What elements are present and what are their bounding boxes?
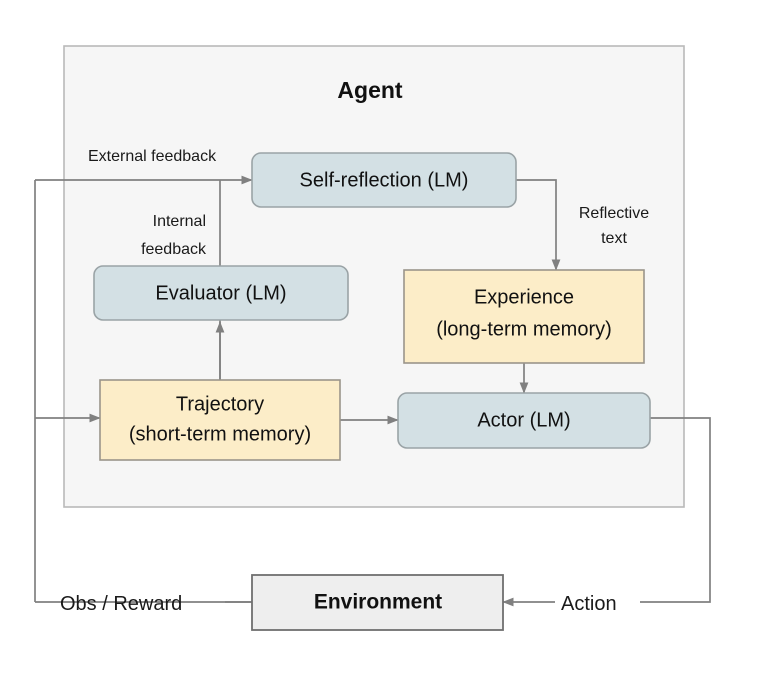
label-external-feedback: External feedback: [88, 148, 217, 165]
node-self-reflection-shape: [251, 152, 517, 208]
node-actor-label: Actor (LM): [477, 409, 570, 431]
agent-title: Agent: [337, 77, 403, 103]
label-reflective-text-line1: Reflective: [579, 205, 649, 222]
node-trajectory-label-line2: (short-term memory): [129, 423, 311, 445]
node-experience[interactable]: Experience (long-term memory): [403, 269, 645, 364]
node-evaluator[interactable]: Evaluator (LM): [93, 265, 349, 321]
node-trajectory[interactable]: Trajectory (short-term memory): [99, 379, 341, 461]
node-trajectory-label-line1: Trajectory: [176, 393, 264, 415]
node-self-reflection[interactable]: Self-reflection (LM): [251, 152, 517, 208]
node-actor[interactable]: Actor (LM): [397, 392, 651, 449]
node-experience-shape: [403, 269, 645, 364]
node-environment[interactable]: Environment: [251, 574, 504, 631]
edge-self-reflection-to-experience: [516, 179, 561, 271]
label-action: Action: [561, 593, 617, 615]
node-evaluator-shape: [93, 265, 349, 321]
node-evaluator-label: Evaluator (LM): [155, 282, 286, 304]
node-experience-label-line2: (long-term memory): [436, 318, 612, 340]
label-reflective-text-line2: text: [601, 230, 627, 247]
node-environment-label: Environment: [314, 591, 442, 614]
label-obs-reward: Obs / Reward: [60, 593, 182, 615]
label-internal-feedback-line1: Internal: [153, 213, 206, 230]
edge-actor-to-action-bus: [640, 417, 711, 603]
node-experience-label-line1: Experience: [474, 286, 574, 308]
node-trajectory-shape: [99, 379, 341, 461]
node-environment-shape: [251, 574, 504, 631]
node-self-reflection-label: Self-reflection (LM): [300, 169, 469, 191]
label-internal-feedback-line2: feedback: [141, 241, 207, 258]
node-actor-shape: [397, 392, 651, 449]
